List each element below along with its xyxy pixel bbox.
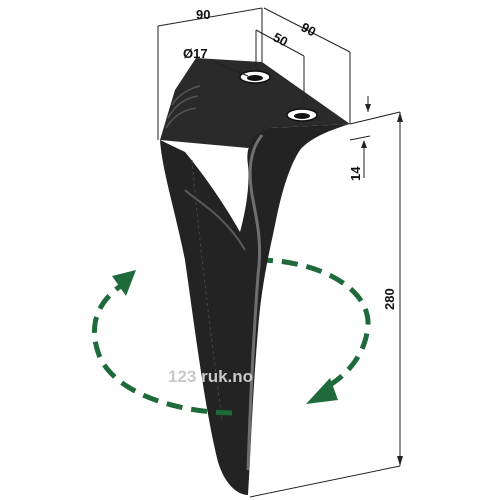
dim-top-width: 90: [196, 7, 210, 22]
dim-height: 280: [382, 288, 397, 310]
dim-thickness: 14: [348, 166, 363, 181]
blade-bevel: [184, 189, 246, 251]
dimension-lines: [157, 7, 401, 498]
blade-edge-highlight: [246, 134, 264, 471]
dim-hole-spacing: 50: [271, 29, 291, 49]
arrow-head-right: [306, 378, 338, 404]
dim-hole-diameter: Ø17: [183, 46, 208, 61]
mounting-plate: [160, 58, 350, 148]
arrow-head-left: [112, 270, 136, 296]
tine-blade: [160, 58, 350, 495]
dim-side-width: 90: [299, 19, 319, 39]
dimension-arrowheads: [361, 104, 403, 466]
watermark: 123 ruk.no: [168, 367, 253, 386]
blade-shading-lines: [165, 85, 201, 129]
rotation-arrow-front: [92, 282, 233, 416]
rotation-arrow-back: [231, 257, 371, 388]
